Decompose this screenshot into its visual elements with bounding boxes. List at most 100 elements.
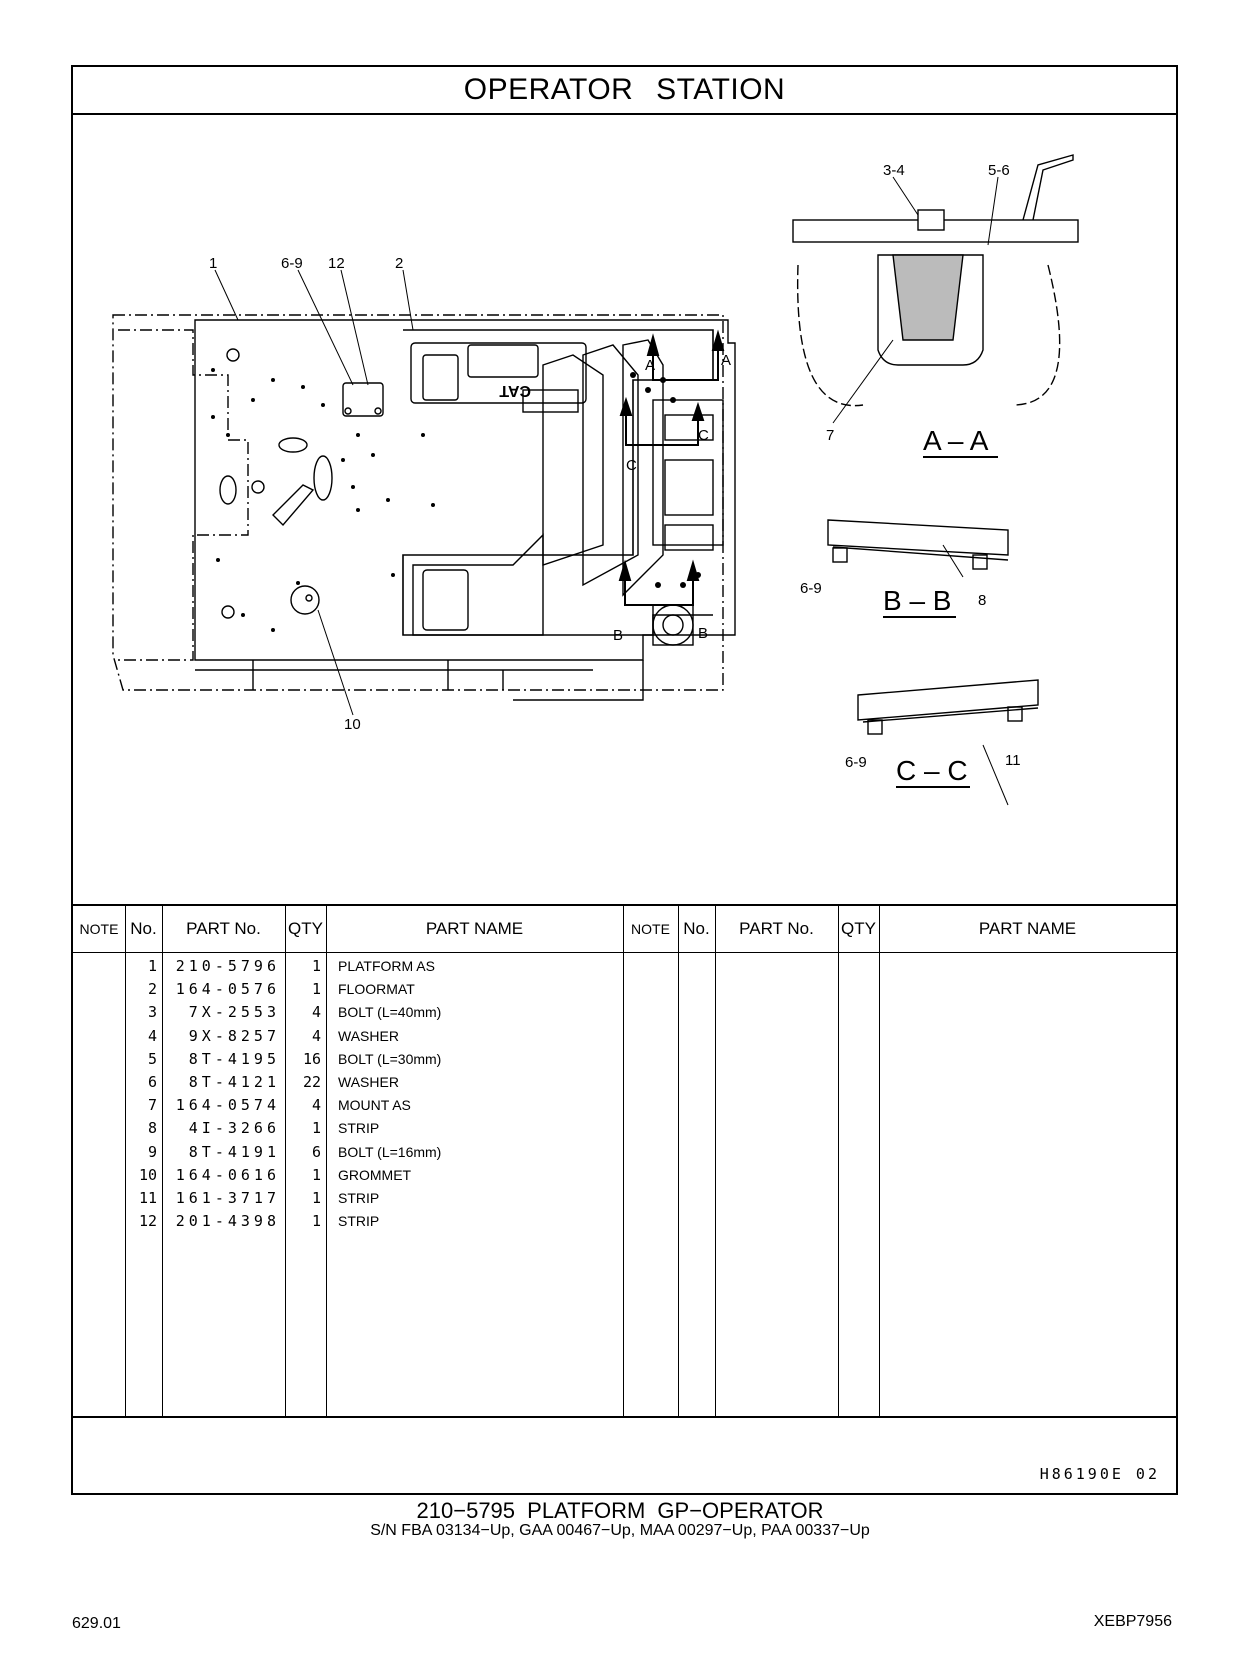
row-part-number: 161-3717 [175, 1189, 280, 1207]
row-item-number: 1 [147, 957, 157, 975]
platform-plate [112, 314, 736, 701]
row-part-number: 4I-3266 [188, 1119, 280, 1138]
callout: 8 [978, 592, 986, 609]
exploded-diagram: CAT A A C C B B [73, 115, 1176, 905]
section-label: B – B [883, 585, 951, 616]
row-part-number: 8T-4195 [188, 1049, 280, 1068]
row-part-number: 7X-2553 [188, 1003, 280, 1022]
drawing-code: H86190E 02 [1039, 1465, 1160, 1483]
row-part-name: BOLT (L=16mm) [338, 1143, 442, 1160]
row-quantity: 6 [311, 1142, 321, 1161]
header-part-no: PART No. [739, 919, 814, 938]
row-item-number: 4 [147, 1026, 157, 1045]
plate-holes: CAT [211, 368, 701, 632]
row-quantity: 1 [311, 1189, 321, 1207]
diagram-svg: CAT A A C C B B [112, 154, 1079, 806]
row-item-number: 6 [147, 1073, 157, 1091]
header-part-name: PART NAME [425, 919, 524, 938]
row-quantity: 1 [311, 957, 321, 975]
page-title: OPERATOR STATION [73, 67, 1176, 115]
header-qty: QTY [841, 919, 876, 938]
row-part-name: STRIP [338, 1213, 380, 1230]
row-item-number: 12 [138, 1212, 157, 1231]
row-part-name: STRIP [338, 1120, 380, 1137]
main-callouts: 1 6-9 12 2 10 [209, 255, 403, 733]
section-aa [792, 154, 1079, 407]
row-part-name: BOLT (L=40mm) [338, 1004, 442, 1021]
section-bb [827, 519, 1009, 570]
callout: 10 [344, 716, 361, 733]
row-quantity: 1 [311, 1165, 321, 1184]
row-item-number: 3 [147, 1003, 157, 1022]
page-number: 629.01 [72, 1615, 121, 1632]
row-item-number: 9 [147, 1142, 157, 1161]
row-part-name: STRIP [338, 1190, 380, 1206]
row-part-name: BOLT (L=30mm) [338, 1050, 442, 1067]
row-part-name: PLATFORM AS [338, 958, 435, 974]
row-part-number: 8T-4121 [188, 1073, 280, 1091]
cut-letter: A [721, 352, 731, 369]
row-quantity: 4 [311, 1096, 321, 1115]
group-title: 210−5795 PLATFORM GP−OPERATOR [416, 1498, 824, 1523]
callout: 6-9 [800, 580, 822, 597]
row-part-name: FLOORMAT [338, 981, 415, 998]
row-quantity: 16 [302, 1049, 321, 1068]
row-part-number: 8T-4191 [188, 1142, 280, 1161]
cut-letter: C [626, 457, 637, 474]
cut-letter: A [645, 357, 655, 374]
header-no: No. [683, 919, 710, 938]
row-quantity: 1 [311, 980, 321, 999]
row-part-name: MOUNT AS [338, 1097, 411, 1114]
header-note: NOTE [631, 921, 670, 937]
row-part-name: WASHER [338, 1027, 399, 1044]
row-item-number: 10 [138, 1165, 157, 1184]
header-note: NOTE [79, 921, 119, 937]
cut-letter: B [613, 627, 623, 644]
row-quantity: 1 [311, 1212, 321, 1231]
parts-table: NOTE No. PART No. QTY PART NAME NOTE No.… [73, 904, 1176, 1416]
row-part-number: 164-0616 [175, 1165, 280, 1184]
row-quantity: 4 [311, 1026, 321, 1045]
row-part-name: WASHER [338, 1074, 399, 1090]
section-label: C – C [896, 755, 968, 786]
row-item-number: 2 [147, 980, 157, 999]
callout: 6-9 [845, 754, 867, 771]
row-quantity: 1 [311, 1119, 321, 1138]
row-item-number: 11 [138, 1189, 157, 1207]
section-cc [857, 679, 1039, 735]
row-part-number: 164-0574 [175, 1096, 280, 1115]
drawing-code-box: H86190E 02 [73, 1416, 1176, 1493]
header-no: No. [130, 919, 157, 938]
callout: 6-9 [281, 255, 303, 272]
document-id: XEBP7956 [1093, 1613, 1172, 1630]
callout: 1 [209, 255, 217, 272]
cut-letters: A A C C B B [613, 352, 731, 644]
callout: 12 [328, 255, 345, 272]
section-arrows [618, 329, 725, 606]
header-part-no: PART No. [186, 919, 261, 938]
header-qty: QTY [288, 919, 323, 938]
row-quantity: 4 [311, 1003, 321, 1022]
row-part-number: 201-4398 [175, 1212, 280, 1231]
row-part-name: GROMMET [338, 1166, 412, 1183]
row-item-number: 7 [147, 1096, 157, 1115]
row-item-number: 8 [147, 1119, 157, 1138]
section-bb-labels: 6-9 8 B – B [800, 580, 986, 618]
callout: 5-6 [988, 162, 1010, 179]
cut-letter: C [698, 427, 709, 444]
row-part-number: 164-0576 [175, 980, 280, 999]
section-cc-labels: 6-9 11 C – C [845, 752, 1021, 788]
row-part-number: 210-5796 [175, 957, 280, 975]
callout: 11 [1005, 752, 1021, 769]
section-aa-labels: 3-4 5-6 7 A – A [826, 162, 1010, 458]
row-item-number: 5 [147, 1049, 157, 1068]
cut-letter: B [698, 625, 708, 642]
row-quantity: 22 [302, 1073, 321, 1091]
serial-range: S/N FBA 03134−Up, GAA 00467−Up, MAA 0029… [370, 1522, 870, 1539]
cat-logo: CAT [499, 382, 531, 399]
section-label: A – A [923, 425, 989, 456]
callout: 7 [826, 427, 834, 444]
row-part-number: 9X-8257 [188, 1026, 280, 1045]
callout: 3-4 [883, 162, 905, 179]
page-frame: OPERATOR STATION [71, 65, 1178, 1495]
